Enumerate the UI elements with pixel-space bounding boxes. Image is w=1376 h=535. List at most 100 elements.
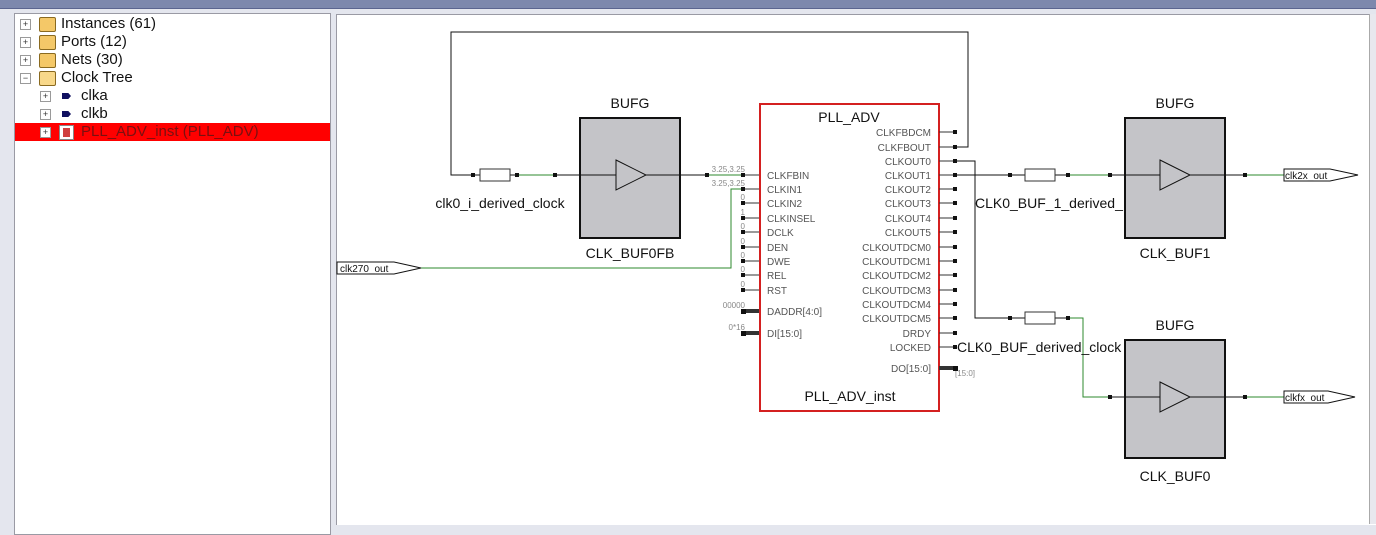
expand-icon[interactable]: + [20, 37, 31, 48]
tree-item-clkb[interactable]: + clkb [15, 105, 330, 123]
output-pin-label: CLKOUT1 [885, 171, 932, 182]
output-pin-label: CLKOUTDCM2 [862, 271, 931, 282]
pll-type-label: PLL_ADV [818, 109, 880, 125]
buffer-clk-buf0[interactable]: BUFG CLK_BUF0 [1124, 317, 1226, 484]
net-segment-box [1024, 168, 1056, 182]
pin-value-label: 3.25,3.25 [712, 179, 746, 188]
output-pin-label: DRDY [903, 329, 932, 340]
folder-open-icon [39, 71, 56, 86]
output-pin-label: CLKOUT3 [885, 199, 932, 210]
pin-dot [741, 245, 745, 249]
tree-item-instances[interactable]: + Instances (61) [15, 15, 330, 33]
input-pin-label: CLKINSEL [767, 214, 816, 225]
pin-dot [953, 245, 957, 249]
pin-value-label: 0 [741, 251, 746, 260]
tree-item-label: Ports (12) [61, 33, 127, 50]
tree-item-label: Clock Tree [61, 69, 133, 86]
buffer-clk-buf0fb[interactable]: BUFG CLK_BUF0FB [579, 95, 681, 261]
net-label-buf1: CLK0_BUF_1_derived_ [975, 195, 1123, 211]
pin-dot [953, 130, 957, 134]
do-range-label: [15:0] [955, 369, 975, 378]
pin-dot [741, 216, 745, 220]
buffer-type-label: BUFG [1156, 95, 1195, 111]
pin-dot [953, 230, 957, 234]
output-pin-label: CLKOUTDCM4 [862, 300, 931, 311]
output-pin-label: CLKOUTDCM0 [862, 243, 931, 254]
net-clkout0[interactable] [955, 160, 1025, 319]
pin-dot [953, 345, 957, 349]
pin-dot [741, 173, 745, 177]
tree-item-label: PLL_ADV_inst (PLL_ADV) [81, 123, 259, 140]
pll-adv-instance[interactable]: PLL_ADV PLL_ADV_inst [15:0] CLKFBIN3.25,… [712, 103, 975, 412]
buffer-clk-buf1[interactable]: BUFG CLK_BUF1 [1124, 95, 1226, 261]
input-pin-label: DWE [767, 257, 791, 268]
tree-item-pll-adv-inst[interactable]: + PLL_ADV_inst (PLL_ADV) [15, 123, 330, 141]
pin-dot [953, 187, 957, 191]
port-clk270-out[interactable]: clk270_out [336, 261, 422, 275]
clock-net-icon [62, 111, 71, 117]
tree-item-label: Instances (61) [61, 15, 157, 32]
vertical-scrollbar[interactable] [1369, 14, 1376, 524]
port-clkfx-out[interactable]: clkfx_out [1283, 390, 1356, 404]
expand-icon[interactable]: + [40, 127, 51, 138]
pin-dot [953, 173, 957, 177]
tree-item-clock-tree[interactable]: − Clock Tree [15, 69, 330, 87]
pin-dot [741, 259, 745, 263]
tree-item-clka[interactable]: + clka [15, 87, 330, 105]
tree-item-nets[interactable]: + Nets (30) [15, 51, 330, 69]
buffer-type-label: BUFG [611, 95, 650, 111]
expand-icon[interactable]: + [40, 109, 51, 120]
tree-item-ports[interactable]: + Ports (12) [15, 33, 330, 51]
expand-icon[interactable]: + [20, 19, 31, 30]
buffer-type-label: BUFG [1156, 317, 1195, 333]
input-pin-label: DADDR[4:0] [767, 307, 822, 318]
output-pin-label: CLKFBDCM [876, 128, 931, 139]
buffer-triangle-icon [615, 159, 648, 191]
pin-dot [953, 159, 957, 163]
port-clk2x-out[interactable]: clk2x_out [1283, 168, 1359, 182]
output-pin-label: CLKOUTDCM5 [862, 314, 931, 325]
input-pin-label: CLKIN2 [767, 199, 802, 210]
clock-net-icon [62, 93, 71, 99]
net-label-buf0: CLK0_BUF_derived_clock [957, 339, 1122, 355]
buffer-instance-label: CLK_BUF1 [1140, 245, 1211, 261]
output-pin-label: CLKOUTDCM1 [862, 257, 931, 268]
buffer-instance-label: CLK_BUF0 [1140, 468, 1211, 484]
pin-dot [953, 216, 957, 220]
window-title-bar [0, 0, 1376, 9]
pin-dot [741, 187, 745, 191]
pin-value-label: 3.25,3.25 [712, 165, 746, 174]
pin-value-label: 0 [741, 193, 746, 202]
pin-dot [953, 259, 957, 263]
pin-dot [741, 331, 746, 336]
output-pin-label: CLKOUT0 [885, 157, 932, 168]
folder-icon [39, 53, 56, 68]
design-tree-panel: + Instances (61) + Ports (12) + Nets (30… [14, 13, 331, 535]
schematic-drawing: BUFG CLK_BUF0FB BUFG CLK_BUF1 clk0_i_der… [336, 31, 1359, 484]
pin-dot [953, 288, 957, 292]
net-feedback-loop[interactable] [450, 31, 969, 176]
input-pin-label: REL [767, 271, 787, 282]
buffer-triangle-icon [1159, 381, 1192, 413]
port-label: clkfx_out [1285, 393, 1325, 404]
pin-dot [953, 331, 957, 335]
output-pin-label: CLKOUTDCM3 [862, 286, 931, 297]
output-pin-label: DO[15:0] [891, 364, 931, 375]
net-segment-box [1024, 311, 1056, 325]
input-pin-label: DCLK [767, 228, 794, 239]
tree-item-label: Nets (30) [61, 51, 123, 68]
pin-dot [953, 366, 958, 371]
expand-icon[interactable]: + [40, 91, 51, 102]
tree-item-label: clkb [81, 105, 108, 122]
pin-value-label: 0*16 [729, 323, 746, 332]
input-pin-label: CLKIN1 [767, 185, 802, 196]
net-clk270-in[interactable] [421, 188, 745, 269]
pin-dot [953, 302, 957, 306]
tree-item-label: clka [81, 87, 108, 104]
output-pin-label: CLKFBOUT [878, 143, 931, 154]
expand-icon[interactable]: + [20, 55, 31, 66]
pin-value-label: 1 [741, 208, 746, 217]
collapse-icon[interactable]: − [20, 73, 31, 84]
pin-value-label: 0 [741, 280, 746, 289]
output-pin-label: CLKOUT4 [885, 214, 932, 225]
